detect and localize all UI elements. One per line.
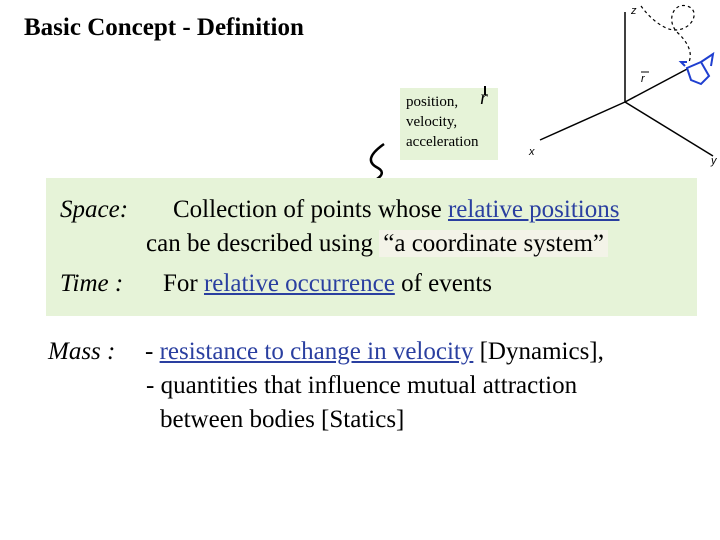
relative-positions-link[interactable]: relative positions	[447, 196, 620, 223]
mass-text-2: [Dynamics],	[473, 338, 604, 365]
resistance-link[interactable]: resistance to change in velocity	[159, 338, 474, 365]
z-axis-label: z	[630, 5, 637, 17]
x-axis	[539, 101, 626, 141]
page-title: Basic Concept - Definition	[24, 14, 304, 41]
time-definition: Time : For relative occurrence of events	[60, 270, 492, 298]
y-axis	[624, 101, 714, 157]
space-text: Collection of points whose	[173, 196, 448, 223]
trajectory-path	[640, 4, 695, 63]
y-axis-label: y	[710, 155, 718, 167]
vector-r-symbol: r	[480, 87, 488, 109]
callout-acceleration: acceleration	[406, 134, 479, 150]
space-label: Space:	[60, 196, 129, 223]
position-vector-line	[624, 67, 690, 103]
x-axis-label: x	[528, 146, 535, 158]
mass-label: Mass :	[48, 338, 116, 365]
time-label: Time :	[60, 270, 124, 297]
mass-definition: Mass : - resistance to change in velocit…	[48, 338, 604, 366]
callout-position: position,	[406, 94, 459, 110]
kinematics-callout: position, velocity, acceleration r	[400, 86, 498, 160]
space-definition: Space: Collection of points whose relati…	[60, 196, 619, 224]
mass-line-3: between bodies [Statics]	[160, 406, 405, 433]
bird-icon	[678, 51, 715, 86]
coordinate-axes-diagram: z x y r	[528, 4, 718, 167]
vector-bar	[484, 86, 486, 95]
space-text-2: can be described using	[146, 230, 380, 257]
mass-line-2: - quantities that influence mutual attra…	[146, 372, 578, 399]
coordinate-system-highlight: “a coordinate system”	[379, 230, 609, 257]
r-vector-label: r	[641, 73, 646, 85]
relative-occurrence-link[interactable]: relative occurrence	[203, 270, 395, 297]
callout-velocity: velocity,	[406, 114, 458, 130]
mass-text: -	[145, 338, 160, 365]
time-text: For	[163, 270, 204, 297]
space-definition-cont: can be described using “a coordinate sys…	[146, 230, 609, 258]
time-text-2: of events	[394, 270, 493, 297]
